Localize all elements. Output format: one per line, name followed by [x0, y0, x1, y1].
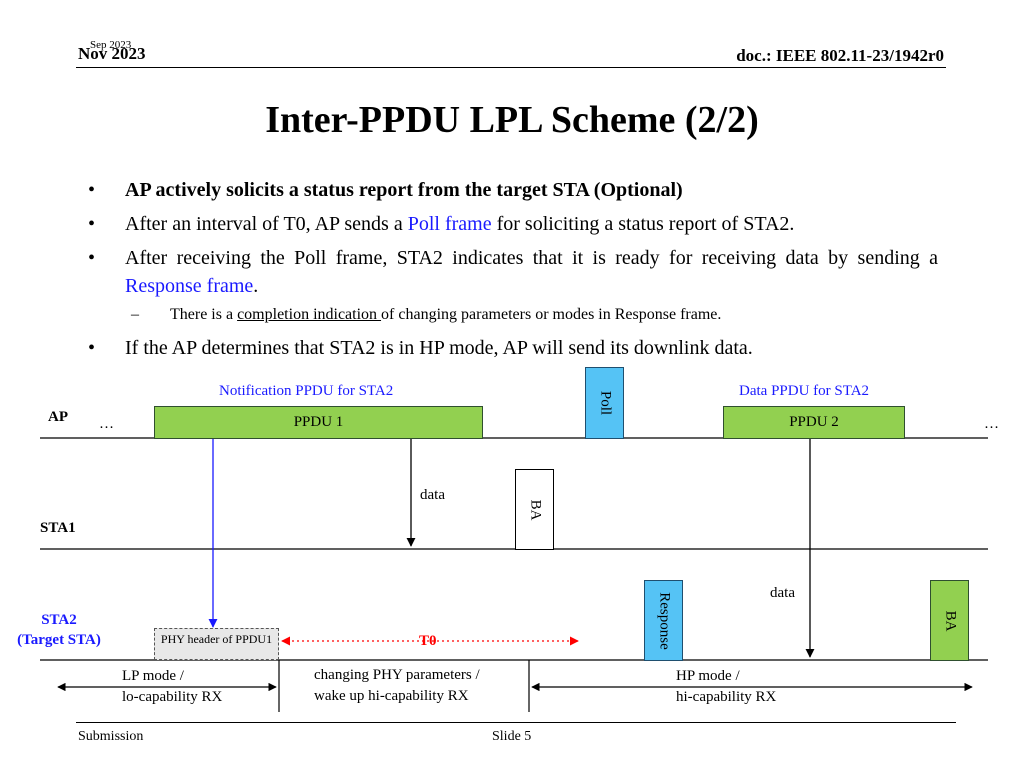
ppdu1-frame: PPDU 1 — [154, 406, 483, 439]
lp-mode-label-2: lo-capability RX — [122, 689, 223, 705]
change-phy-label-1: changing PHY parameters / — [314, 667, 480, 683]
completion-indication-term: completion indication — [237, 306, 382, 323]
sub-bullet-marker: – — [131, 306, 139, 323]
bullet-marker: • — [88, 247, 96, 269]
sub-bullet-text-end: of changing parameters or modes in Respo… — [381, 306, 722, 323]
phy-header-box: PHY header of PPDU1 — [154, 628, 279, 660]
sta1-label: STA1 — [40, 520, 76, 536]
sta2-ba-frame: BA — [930, 580, 969, 661]
notification-ppdu-label: Notification PPDU for STA2 — [219, 383, 394, 399]
header-date: Nov 2023 Sep 2023 — [78, 39, 146, 63]
sta1-ba-frame: BA — [515, 469, 554, 550]
bullet-2-text: After an interval of T0, AP sends a — [125, 213, 408, 235]
poll-frame-term: Poll frame — [407, 213, 492, 235]
t0-label: T0 — [419, 633, 437, 649]
bullet-list: • AP actively solicits a status report f… — [88, 176, 938, 368]
bullet-marker: • — [88, 213, 96, 235]
bullet-3-text-end: . — [253, 275, 259, 297]
ppdu2-label: PPDU 2 — [789, 414, 839, 430]
ap-label: AP — [48, 409, 68, 425]
ap-ellipsis-right: … — [984, 416, 999, 432]
sub-bullet: – There is a completion indication of ch… — [88, 304, 938, 326]
poll-label: Poll — [597, 390, 613, 416]
header-divider — [76, 67, 946, 68]
hp-mode-label-2: hi-capability RX — [676, 689, 777, 705]
bullet-3: • After receiving the Poll frame, STA2 i… — [88, 244, 938, 300]
footer-divider — [76, 722, 956, 723]
response-frame-term: Response frame — [125, 275, 254, 297]
sta2-target-label: (Target STA) — [17, 632, 101, 648]
bullet-4-text: If the AP determines that STA2 is in HP … — [125, 337, 753, 359]
bullet-marker: • — [88, 179, 96, 201]
sta2-ba-label: BA — [942, 610, 958, 631]
slide-title: Inter-PPDU LPL Scheme (2/2) — [265, 99, 759, 141]
phy-header-label: PHY header of PPDU1 — [160, 632, 273, 646]
hp-mode-label-1: HP mode / — [676, 668, 740, 684]
response-label: Response — [656, 591, 672, 650]
footer-slide-number: Slide 5 — [492, 729, 532, 744]
bullet-1: • AP actively solicits a status report f… — [88, 176, 938, 204]
sta2-data-label: data — [770, 585, 795, 601]
lp-mode-label-1: LP mode / — [122, 668, 184, 684]
bullet-marker: • — [88, 337, 96, 359]
sta1-data-label: data — [420, 487, 445, 503]
ap-ellipsis-left: … — [99, 416, 114, 432]
header-date-overlap: Sep 2023 — [90, 39, 132, 51]
data-ppdu-label: Data PPDU for STA2 — [739, 383, 870, 399]
poll-frame: Poll — [585, 367, 624, 439]
ppdu1-label: PPDU 1 — [293, 414, 344, 430]
bullet-3-text: After receiving the Poll frame, STA2 ind… — [125, 247, 938, 269]
ppdu2-frame: PPDU 2 — [723, 406, 905, 439]
footer-submission: Submission — [78, 729, 144, 744]
bullet-1-text: AP actively solicits a status report fro… — [125, 179, 683, 201]
sub-bullet-text: There is a — [170, 306, 238, 323]
bullet-2: • After an interval of T0, AP sends a Po… — [88, 210, 938, 238]
response-frame: Response — [644, 580, 683, 661]
bullet-2-text-end: for soliciting a status report of STA2. — [491, 213, 795, 235]
bullet-4: • If the AP determines that STA2 is in H… — [88, 334, 938, 362]
header-doc-id: doc.: IEEE 802.11-23/1942r0 — [736, 46, 944, 65]
sta1-ba-label: BA — [527, 499, 543, 520]
sta2-label: STA2 — [41, 612, 77, 628]
change-phy-label-2: wake up hi-capability RX — [314, 688, 469, 704]
